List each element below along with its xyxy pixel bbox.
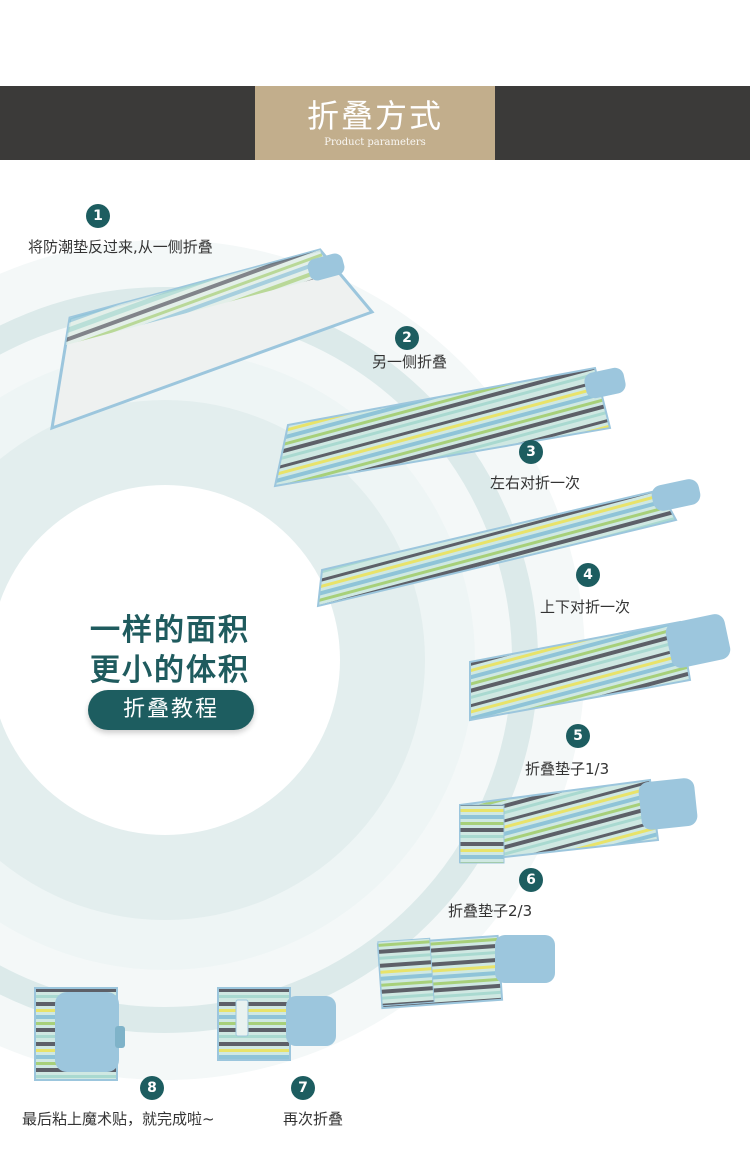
step-text-4: 上下对折一次 xyxy=(540,598,631,616)
step-text-6: 折叠垫子2/3 xyxy=(448,902,533,920)
step-text-2: 另一侧折叠 xyxy=(372,353,448,371)
step-text-1: 将防潮垫反过来,从一侧折叠 xyxy=(28,238,213,256)
step-text-3: 左右对折一次 xyxy=(490,474,581,492)
step-number-3: 3 xyxy=(519,440,543,464)
step-number-1: 1 xyxy=(86,204,110,228)
mat-step-8 xyxy=(34,987,125,1081)
mat-step-6 xyxy=(376,934,555,1010)
mat-step-1 xyxy=(50,248,375,431)
step-number-2: 2 xyxy=(395,326,419,350)
step-number-8: 8 xyxy=(140,1076,164,1100)
step-number-5: 5 xyxy=(566,724,590,748)
step-number-7: 7 xyxy=(291,1076,315,1100)
mat-step-2 xyxy=(273,366,626,488)
mat-step-3 xyxy=(316,479,701,608)
tutorial-button[interactable]: 折叠教程 xyxy=(88,690,254,730)
mat-step-5 xyxy=(459,778,698,864)
step-text-8: 最后粘上魔术贴，就完成啦~ xyxy=(22,1110,215,1128)
step-number-6: 6 xyxy=(519,868,543,892)
step-text-5: 折叠垫子1/3 xyxy=(525,760,610,778)
page-title: 折叠方式 xyxy=(306,97,443,135)
mat-step-4 xyxy=(469,614,731,722)
step-text-7: 再次折叠 xyxy=(283,1110,344,1128)
page-subtitle: Product parameters xyxy=(324,137,426,148)
step-number-4: 4 xyxy=(576,563,600,587)
header-plate: 折叠方式 Product parameters xyxy=(255,86,495,160)
slogan-line-1: 一样的面积 xyxy=(90,613,250,648)
mat-step-7 xyxy=(217,987,336,1061)
slogan-line-2: 更小的体积 xyxy=(90,653,250,688)
